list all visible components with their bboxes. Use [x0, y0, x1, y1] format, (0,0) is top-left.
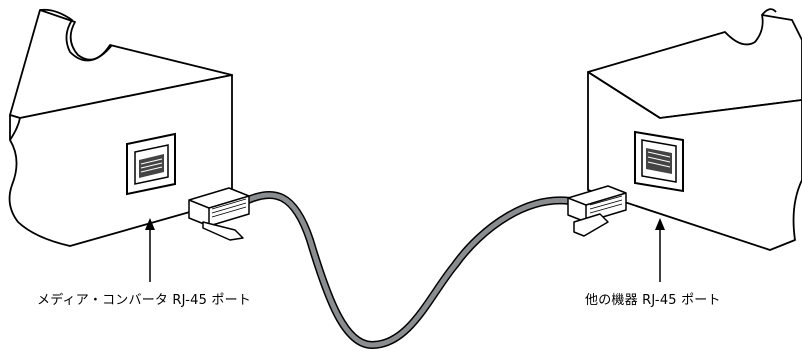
cable-inner: [237, 192, 583, 348]
media-converter-device: [8, 8, 233, 247]
left-rj45-port-icon: [126, 132, 176, 196]
right-rj45-port-icon: [634, 130, 684, 193]
left-arrow-up-icon: [145, 218, 155, 282]
other-device: [587, 8, 802, 251]
right-port-label: 他の機器 RJ-45 ポート: [585, 293, 721, 308]
right-rj45-plug-icon: [567, 185, 627, 237]
left-port-label: メディア・コンバータ RJ-45 ポート: [37, 293, 251, 308]
left-rj45-plug-icon: [188, 187, 250, 241]
right-arrow-up-icon: [655, 218, 665, 282]
